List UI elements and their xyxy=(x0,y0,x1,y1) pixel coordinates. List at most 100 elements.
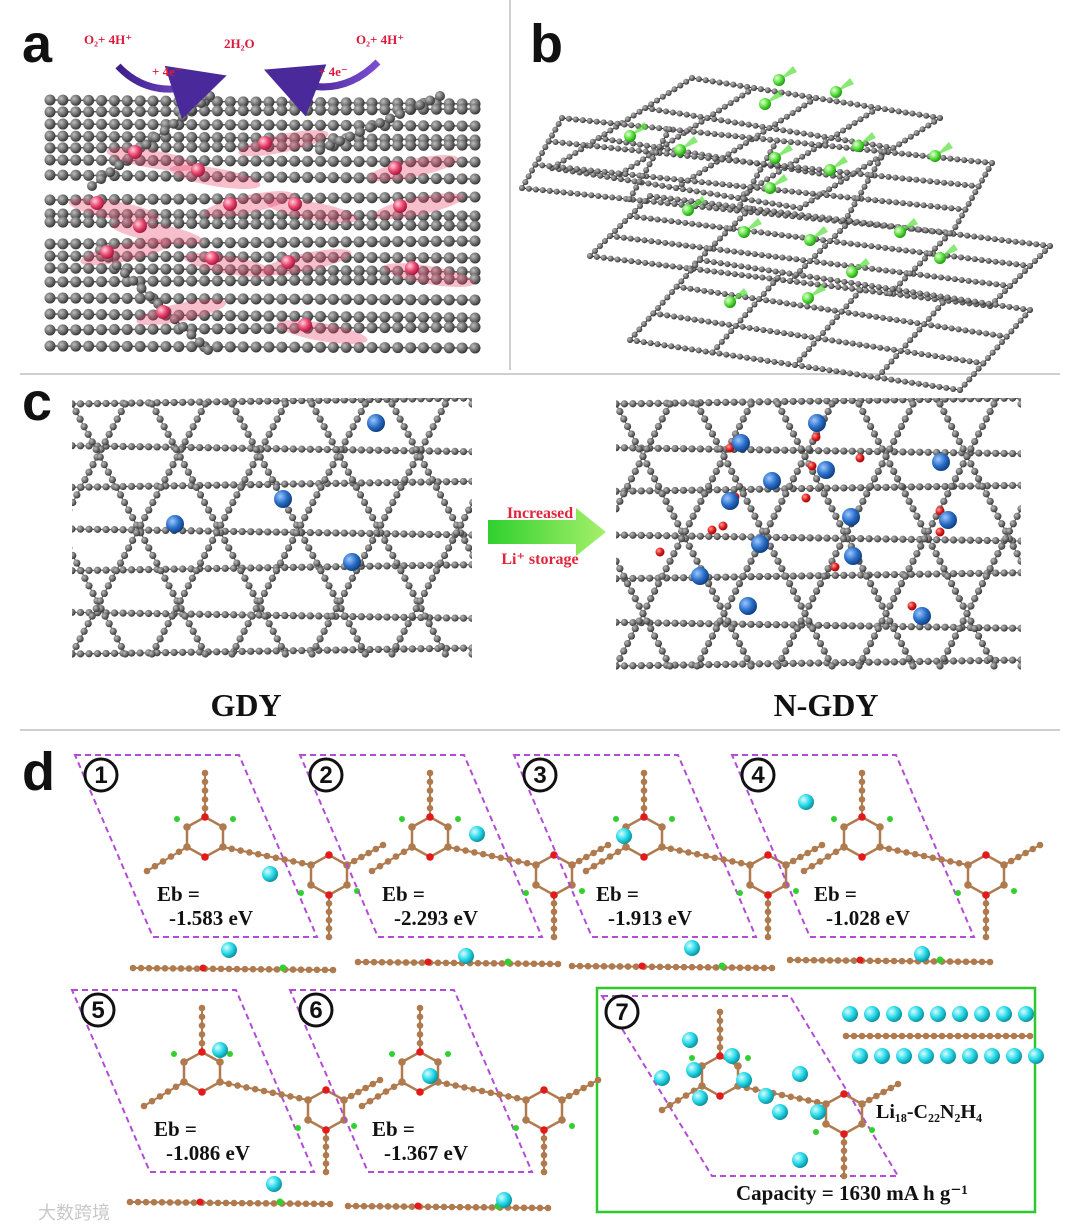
atom xyxy=(717,235,723,242)
atom xyxy=(250,310,262,322)
atom xyxy=(248,612,256,620)
atom xyxy=(199,237,211,249)
atom xyxy=(738,620,747,628)
atom xyxy=(602,650,609,657)
atom xyxy=(868,243,875,250)
atom xyxy=(598,643,605,650)
atom xyxy=(353,635,361,643)
atom xyxy=(147,170,159,182)
atom xyxy=(854,241,861,248)
atom xyxy=(264,468,272,476)
atom xyxy=(600,963,608,970)
atom xyxy=(883,143,890,150)
atom xyxy=(719,156,726,163)
atom xyxy=(417,530,425,538)
atom xyxy=(708,162,714,169)
atom xyxy=(417,120,429,132)
atom xyxy=(955,326,962,333)
atom xyxy=(681,499,688,506)
atom xyxy=(587,253,593,259)
atom xyxy=(760,290,767,297)
atom xyxy=(205,91,215,101)
atom xyxy=(924,398,932,403)
atom xyxy=(108,208,120,220)
atom xyxy=(714,289,721,296)
atom xyxy=(430,139,442,151)
atom xyxy=(169,589,177,597)
atom xyxy=(61,537,68,544)
atom xyxy=(725,118,731,125)
atom xyxy=(702,852,710,860)
atom xyxy=(657,453,664,460)
atom xyxy=(893,632,902,640)
atom xyxy=(738,271,745,278)
lattice-diag xyxy=(0,400,49,657)
atom xyxy=(1021,655,1028,662)
atom xyxy=(502,438,509,445)
atom xyxy=(302,293,314,305)
atom xyxy=(770,143,777,150)
atom xyxy=(675,133,682,140)
atom xyxy=(366,294,378,306)
atom xyxy=(816,580,825,588)
atom xyxy=(431,520,438,527)
atom xyxy=(649,124,656,131)
atom xyxy=(415,100,425,110)
atom xyxy=(1056,475,1063,482)
atom xyxy=(902,137,908,144)
atom xyxy=(477,484,484,491)
atom xyxy=(832,182,838,189)
atom xyxy=(428,574,437,582)
atom xyxy=(113,635,121,643)
atom xyxy=(340,209,352,221)
atom xyxy=(747,446,755,454)
atom xyxy=(823,534,831,542)
atom xyxy=(929,228,936,235)
atom xyxy=(169,965,177,972)
atom xyxy=(847,100,854,107)
atom xyxy=(197,407,205,416)
atom xyxy=(1068,498,1075,505)
oxygen-glow xyxy=(80,239,171,266)
atom xyxy=(179,398,187,406)
oxygen-glow xyxy=(203,191,294,218)
atom xyxy=(560,157,567,164)
atom xyxy=(801,140,808,147)
atom xyxy=(366,236,378,248)
atom xyxy=(405,321,417,333)
atom xyxy=(145,964,153,972)
atom xyxy=(181,612,189,620)
lattice-row xyxy=(72,525,472,539)
atom xyxy=(570,632,577,639)
atom xyxy=(440,551,449,560)
atom xyxy=(237,847,244,854)
atom xyxy=(877,344,884,351)
atom xyxy=(263,251,275,263)
atom xyxy=(890,437,898,446)
atom xyxy=(725,582,732,589)
atom xyxy=(650,174,657,181)
atom xyxy=(426,796,434,803)
atom xyxy=(409,589,417,597)
atom xyxy=(280,551,289,560)
atom xyxy=(1008,481,1017,490)
atom xyxy=(822,336,829,343)
atom xyxy=(941,324,948,331)
atom xyxy=(160,95,172,107)
atom xyxy=(945,355,952,362)
atom xyxy=(893,587,902,595)
atom xyxy=(493,580,500,587)
atom xyxy=(160,105,172,117)
atom xyxy=(13,605,20,612)
atom xyxy=(978,234,985,241)
atom xyxy=(737,353,743,360)
atom xyxy=(364,506,373,514)
atom xyxy=(184,468,192,476)
atom xyxy=(84,430,92,438)
atom xyxy=(660,194,667,201)
atom xyxy=(586,117,593,124)
atom xyxy=(366,219,378,231)
atom xyxy=(147,323,159,335)
atom xyxy=(44,216,56,228)
atom xyxy=(136,283,147,294)
